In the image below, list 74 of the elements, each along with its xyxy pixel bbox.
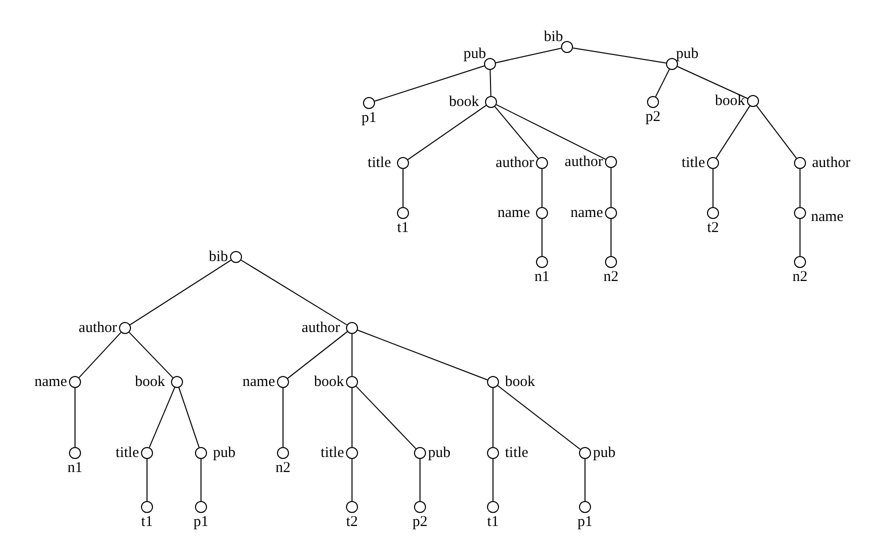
tree-edge xyxy=(200,458,202,502)
node-label: book xyxy=(505,374,535,390)
node-label: title xyxy=(368,155,391,171)
tree-edge xyxy=(78,332,122,378)
node-label: author xyxy=(302,320,340,336)
node-label: n2 xyxy=(276,460,290,476)
tree-edge xyxy=(240,260,348,326)
tree-edge xyxy=(357,330,488,380)
node-label: n2 xyxy=(604,269,618,285)
tree-edge xyxy=(146,458,148,502)
tree-edge xyxy=(74,388,76,448)
node-label: author xyxy=(564,154,603,170)
tree-edge xyxy=(584,458,586,502)
node-label: pub xyxy=(213,445,236,461)
node-label: name xyxy=(811,209,844,225)
node-label: title xyxy=(320,445,344,461)
node-label: p2 xyxy=(412,514,428,530)
node-label: n2 xyxy=(792,269,808,285)
node-label: author xyxy=(78,320,117,336)
tree-edge xyxy=(610,218,612,256)
tree-edge xyxy=(676,66,748,99)
tree-edge xyxy=(356,386,416,450)
node-label: author xyxy=(496,155,534,171)
node-label: title xyxy=(116,445,139,461)
tree-edge xyxy=(756,105,797,159)
node-label: pub xyxy=(428,445,450,461)
tree-edge xyxy=(492,458,494,502)
node-label: pub xyxy=(676,46,698,62)
node-label: name xyxy=(570,205,603,221)
node-label: p1 xyxy=(578,514,592,530)
node-label: bib xyxy=(544,29,563,45)
node-label: t1 xyxy=(141,514,153,530)
tree-edge xyxy=(495,48,562,64)
node-label: p2 xyxy=(646,109,660,125)
tree-edge xyxy=(492,388,494,448)
tree-edge xyxy=(178,387,200,448)
node-label: t2 xyxy=(707,220,719,236)
tree-edge xyxy=(374,65,485,102)
node-label: n1 xyxy=(68,460,82,476)
node-label: author xyxy=(812,155,850,171)
node-label: name xyxy=(34,374,67,390)
tree-edge xyxy=(128,332,174,378)
node-label: t2 xyxy=(346,514,358,530)
node-label: pub xyxy=(593,445,616,461)
node-label: bib xyxy=(208,249,228,265)
node-label: pub xyxy=(464,46,486,62)
tree-edge xyxy=(610,168,612,208)
tree-edge xyxy=(407,104,487,160)
tree-edge xyxy=(287,331,348,379)
node-label: title xyxy=(682,155,705,171)
node-label: book xyxy=(715,93,745,109)
node-label: book xyxy=(135,374,165,390)
node-label: n1 xyxy=(534,269,550,285)
node-label: book xyxy=(314,374,344,390)
node-label: book xyxy=(449,94,479,110)
node-label: p1 xyxy=(362,110,376,126)
tree-edge xyxy=(712,168,714,208)
node-label: t1 xyxy=(487,514,499,530)
node-label: name xyxy=(498,205,530,221)
tree-edge xyxy=(497,385,581,450)
tree-edge xyxy=(282,388,284,448)
tree-edge xyxy=(572,47,667,64)
node-label: t1 xyxy=(397,220,409,236)
tree-edge xyxy=(655,68,670,98)
node-label: name xyxy=(242,374,275,390)
tree-edge xyxy=(494,106,539,159)
tree-edge xyxy=(402,168,404,208)
tree-edge xyxy=(130,260,232,326)
tree-edge xyxy=(716,106,750,158)
tree-edge xyxy=(148,387,176,448)
tree-edge xyxy=(496,104,606,160)
node-label: p1 xyxy=(194,514,208,530)
node-label: title xyxy=(505,445,528,461)
tree-edge xyxy=(490,70,492,96)
